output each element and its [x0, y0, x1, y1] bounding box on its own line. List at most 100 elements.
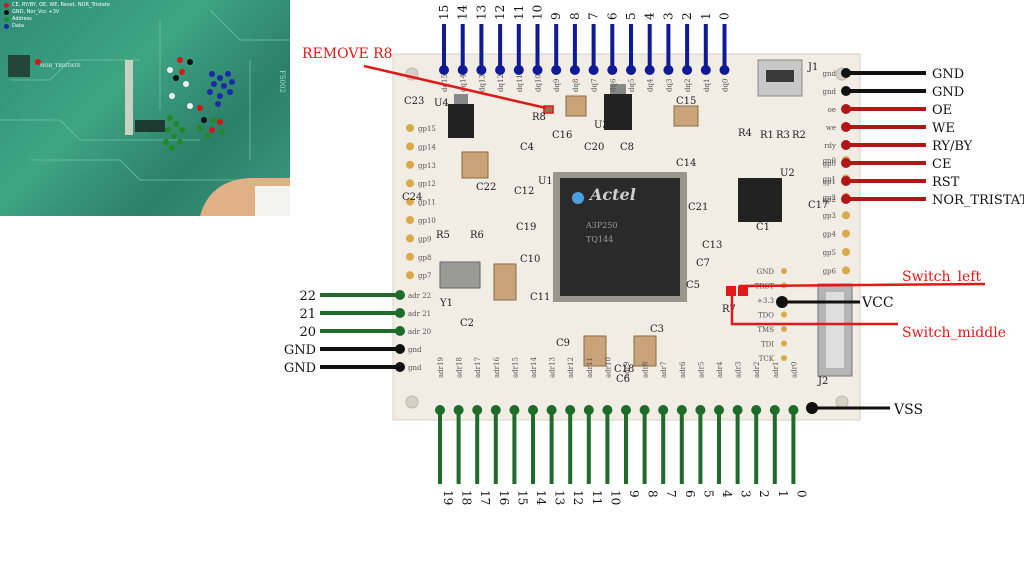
gp-pad: [842, 248, 850, 256]
address-pin-label: 3: [739, 490, 753, 498]
inset-pin-dot: [225, 71, 231, 77]
right-pin-dot: [841, 68, 851, 78]
inset-pin-dot: [211, 117, 217, 123]
right-pin-board-label: gnd: [823, 70, 837, 78]
component-designator: C9: [556, 338, 570, 349]
data-pin-label: 7: [587, 12, 601, 20]
address-pin-label: 17: [478, 490, 492, 505]
address-pin-label: 2: [757, 490, 771, 498]
address-pin-dot: [546, 405, 557, 415]
inset-pin-dot: [219, 129, 225, 135]
inset-pin-dot: [165, 127, 171, 133]
left-pin-board-label: gnd: [408, 346, 422, 354]
address-pin-dot: [732, 405, 743, 415]
inset-pin-dot: [217, 119, 223, 125]
left-pin-dot: [395, 290, 405, 300]
vcc-label: VCC: [861, 295, 894, 311]
switch-left-label: Switch_left: [902, 269, 981, 285]
vss-label: VSS: [893, 402, 923, 418]
legend-item: CE, RY/BY, OE, WE, Reset, NOR_Tristate: [4, 2, 110, 9]
data-pin-dot: [607, 65, 618, 75]
address-pin-board-label: adr17: [474, 357, 482, 378]
remove-r8-pointer: [363, 64, 547, 110]
left-pin-dot: [395, 326, 405, 336]
data-pin-label: 12: [493, 5, 507, 20]
address-pin-dot: [769, 405, 780, 415]
remove-r8-label: REMOVE R8: [302, 46, 393, 62]
inset-pin-dot: [169, 93, 175, 99]
data-pin-board-label: dq5: [628, 79, 636, 92]
data-pin-label: 14: [456, 4, 470, 20]
data-pin-board-label: dq1: [703, 79, 711, 92]
right-pin-label: GND: [932, 67, 964, 82]
data-pin-board-label: dq14: [460, 74, 468, 92]
legend-dot-icon: [4, 10, 9, 15]
inset-pin-dot: [177, 139, 183, 145]
vss-wire: [806, 402, 890, 414]
component-designator: J2: [817, 376, 828, 387]
inset-white-pad: [255, 186, 290, 216]
vss-pin: [806, 402, 818, 414]
gp-pad: [406, 271, 414, 280]
gp-pad: [406, 124, 414, 132]
right-pin-board-label: gnd: [823, 88, 837, 96]
inset-traces: [0, 9, 290, 181]
switch-pad-right: [738, 286, 748, 296]
right-pin-label: OE: [932, 103, 952, 118]
inset-pin-dot: [167, 115, 173, 121]
address-pin-dot: [528, 405, 538, 415]
jtag-label: TDO: [758, 312, 774, 320]
data-pin-board-label: dq15: [441, 74, 449, 92]
usb-connector-port: [766, 70, 794, 82]
data-pin-dot: [682, 65, 693, 75]
inset-pin-dot: [171, 133, 177, 139]
address-pin-label: 7: [664, 490, 678, 498]
gp-pad: [406, 197, 414, 206]
right-pin-board-label: gp2: [823, 196, 836, 204]
component-designator: U1: [538, 176, 553, 187]
regulator-u3: [604, 84, 632, 130]
component-designator: Y1: [439, 298, 453, 309]
gp-pad-label: gp9: [418, 235, 431, 243]
right-pin-board-label: rdy: [824, 142, 836, 150]
component-designator: C6: [616, 374, 630, 385]
left-pin-dot: [395, 308, 405, 318]
chip-part: A3P250: [585, 221, 618, 230]
address-pin-dot: [676, 405, 687, 415]
component-designator: C12: [514, 186, 534, 197]
jtag-pad: [781, 340, 787, 347]
data-pin-dot: [457, 65, 468, 75]
data-pin-board-label: dq0: [722, 79, 730, 92]
data-pin-board-label: dq10: [535, 74, 543, 92]
data-pin-dot: [644, 65, 655, 75]
chip-marker: [572, 192, 584, 204]
jtag-label: TCK: [759, 355, 775, 363]
right-pin-label: NOR_TRISTATE: [932, 193, 1024, 208]
switch-pad-left: [726, 286, 736, 296]
component-designator: R2: [792, 130, 806, 141]
component-designator: U2: [780, 168, 795, 179]
inset-pin-dot: [173, 75, 179, 81]
legend-dot-icon: [4, 24, 9, 29]
component-designator: R5: [436, 230, 450, 241]
data-pin-dot: [439, 65, 449, 75]
address-pin-dot: [621, 405, 631, 415]
data-pin-dot: [551, 65, 562, 75]
left-pin-label: 21: [299, 307, 316, 322]
capacitor: [565, 95, 587, 117]
address-pin-board-label: adr12: [567, 357, 575, 378]
left-pin-label: GND: [284, 361, 316, 376]
address-pin-board-label: adr2: [753, 362, 761, 378]
inset-pin-dot: [227, 89, 233, 95]
data-pin-dot: [476, 65, 487, 75]
address-pin-board-label: adr11: [586, 357, 594, 378]
data-pin-board-label: dq3: [665, 79, 673, 92]
gp-pad: [406, 179, 414, 188]
data-pin-label: 6: [605, 12, 619, 20]
inset-chip: [8, 55, 30, 77]
gp-pad-label: gp7: [418, 272, 431, 280]
address-pin-board-label: adr8: [642, 362, 650, 378]
capacitor: [633, 335, 657, 367]
right-pin-board-label: gp1: [823, 178, 836, 186]
